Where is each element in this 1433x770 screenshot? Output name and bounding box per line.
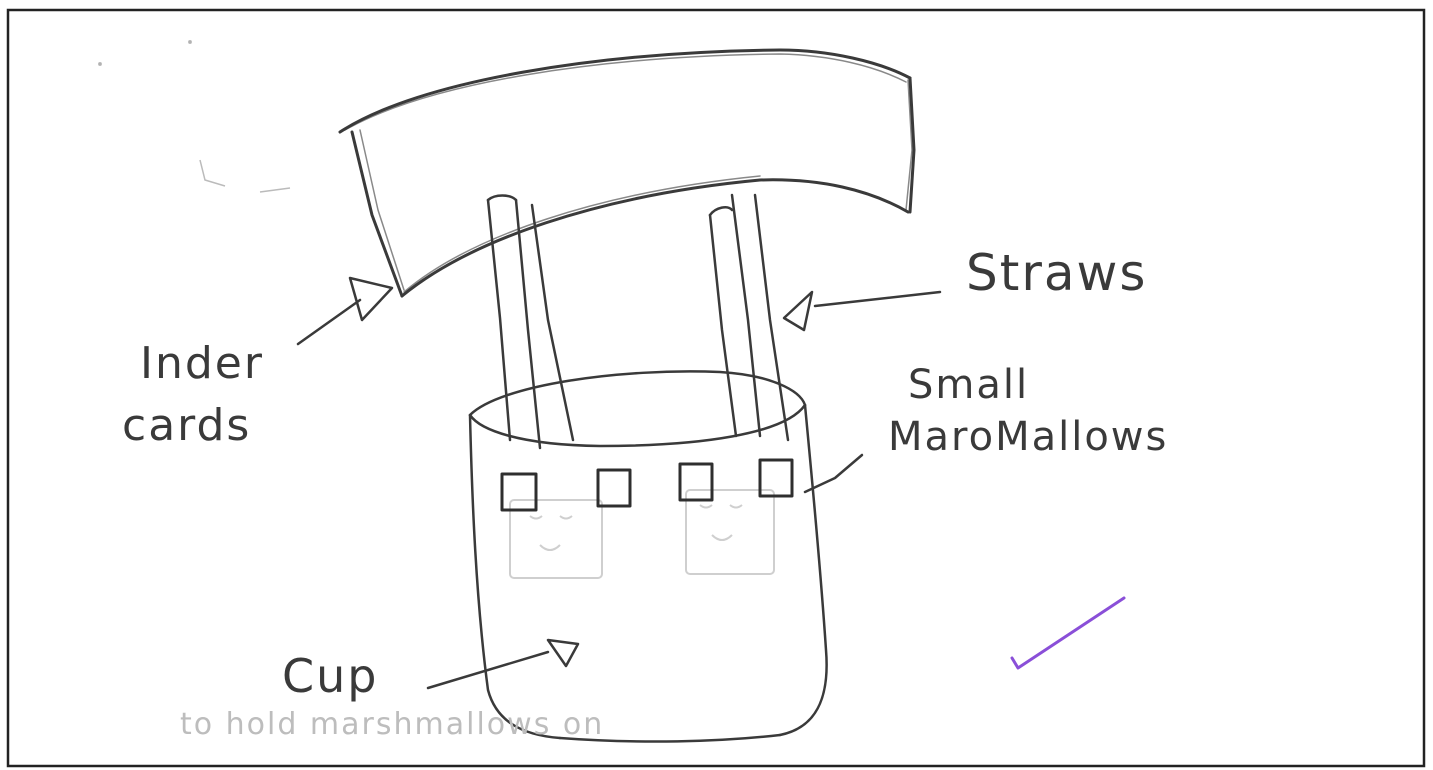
straws-arrow: [815, 292, 940, 306]
label-marshmallows-line1: Small: [908, 362, 1029, 408]
marshmallow-2: [598, 470, 630, 506]
label-straws: Straws: [966, 244, 1147, 302]
marshmallow-1: [502, 474, 536, 510]
arrows: [298, 278, 940, 688]
label-index-cards-line1: Inder: [140, 338, 264, 389]
label-cup: Cup: [282, 649, 378, 703]
check-mark-icon: [1012, 598, 1124, 668]
faint-caption: to hold marshmallows on: [180, 707, 604, 742]
marshmallows-drawing: [502, 460, 792, 510]
label-marshmallows-line2: MaroMallows: [888, 414, 1168, 460]
straws-drawing: [488, 195, 788, 448]
index-cards-arrow: [298, 300, 360, 344]
stray-marks: [99, 41, 290, 192]
label-index-cards-line2: cards: [122, 400, 251, 451]
marshmallow-3: [680, 464, 712, 500]
index-card-drawing: [340, 50, 914, 296]
faint-marshmallow-outlines: [510, 490, 774, 578]
